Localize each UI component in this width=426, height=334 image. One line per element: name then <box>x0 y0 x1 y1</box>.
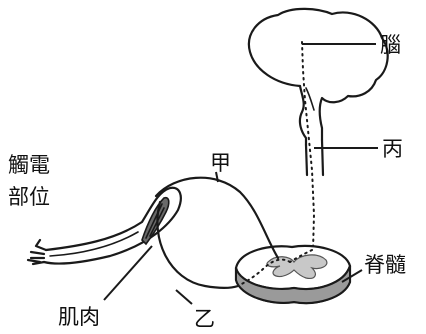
label-jia: 甲 <box>210 151 231 175</box>
neural-pathway-dotted <box>302 42 314 250</box>
label-bing: 丙 <box>382 137 403 161</box>
label-brain: 腦 <box>380 33 401 57</box>
label-spinal-cord: 脊髓 <box>364 253 406 277</box>
label-muscle: 肌肉 <box>58 305 100 329</box>
label-electrode-line1: 觸電 <box>8 153 50 177</box>
muscle-leader <box>104 246 152 300</box>
nerve-jia <box>156 178 278 258</box>
spinal-cord-section <box>236 246 350 303</box>
nerve-yi <box>157 202 238 288</box>
label-yi: 乙 <box>194 307 215 331</box>
yi-leader <box>176 290 192 304</box>
muscle <box>142 198 169 244</box>
brain <box>249 9 388 145</box>
label-electrode-line2: 部位 <box>8 185 50 209</box>
